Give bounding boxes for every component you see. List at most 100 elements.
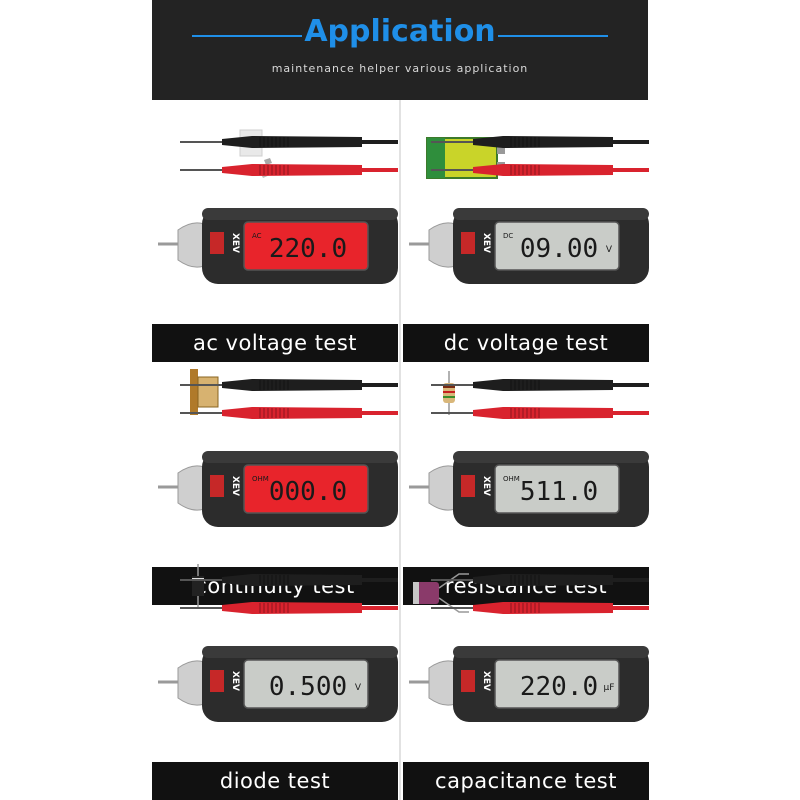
red-probe [431, 407, 649, 419]
lcd-display [494, 221, 620, 271]
resistor-band [443, 391, 455, 393]
lcd-reading: 511.0 [520, 477, 598, 507]
lcd-display [494, 464, 620, 514]
probe-handle [222, 407, 362, 419]
red-probe [180, 407, 398, 419]
tester-scene: XEV 220.0 µF [409, 573, 649, 722]
meter-tip [177, 660, 205, 706]
multimeter-body: XEV AC 220.0 [158, 208, 398, 284]
brand-logo: XEV [230, 233, 240, 253]
capacitor-stripe [413, 582, 419, 604]
probe-handle [473, 379, 613, 391]
diode-component [192, 564, 204, 608]
probe-handle [222, 164, 362, 176]
resistor-component [443, 371, 455, 415]
test-label: dc voltage test [403, 324, 649, 362]
meter-tip [177, 222, 205, 268]
lcd-reading: 09.00 [520, 234, 598, 264]
lcd-unit: V [606, 245, 613, 255]
test-label: capacitance test [403, 762, 649, 800]
brand-tag [210, 670, 224, 692]
lcd-unit: µF [604, 683, 615, 693]
header-banner: Application maintenance helper various a… [152, 0, 648, 100]
brand-tag [210, 232, 224, 254]
fuse-cap [190, 369, 198, 415]
title-line-left [192, 35, 302, 37]
red-probe [431, 164, 649, 176]
probe-handle [222, 136, 362, 148]
lcd-reading: 0.500 [269, 672, 347, 702]
spark [264, 158, 272, 165]
probe-handle [222, 574, 362, 586]
test-panel-ac-voltage: XEV AC 220.0 ac voltage test [152, 112, 398, 362]
capacitor-lead [438, 597, 469, 613]
probe-handle [222, 602, 362, 614]
multimeter-body: XEV 220.0 µF [409, 646, 649, 722]
probe-handle [473, 164, 613, 176]
brand-logo: XEV [481, 233, 491, 253]
center-divider [399, 100, 401, 800]
fuse-component [190, 369, 219, 415]
brand-tag [461, 232, 475, 254]
brand-logo: XEV [230, 671, 240, 691]
page-subtitle: maintenance helper various application [271, 62, 529, 75]
meter-tip [177, 465, 205, 511]
meter-tip [428, 222, 456, 268]
lcd-display [494, 659, 620, 709]
test-panel-diode: XEV 0.500 V diode test [152, 550, 398, 800]
lcd-reading: 220.0 [520, 672, 598, 702]
black-probe [431, 574, 649, 586]
battery-terminal [497, 146, 505, 154]
brand-tag [461, 670, 475, 692]
resistor-band [443, 386, 455, 388]
meter-housing-top [453, 646, 649, 658]
lcd-unit: V [355, 683, 362, 693]
red-probe [431, 602, 649, 614]
black-probe [180, 379, 398, 391]
meter-housing-top [202, 646, 398, 658]
brand-tag [210, 475, 224, 497]
meter-tip [428, 465, 456, 511]
test-panel-capacitance: XEV 220.0 µF capacitance test [403, 550, 649, 800]
meter-housing-top [453, 208, 649, 220]
lcd-reading: 000.0 [269, 477, 347, 507]
brand-logo: XEV [481, 476, 491, 496]
probe-handle [473, 407, 613, 419]
black-probe [431, 136, 649, 148]
resistor-band [443, 396, 455, 398]
test-label: diode test [152, 762, 398, 800]
brand-logo: XEV [230, 476, 240, 496]
red-probe [180, 602, 398, 614]
probe-handle [222, 379, 362, 391]
lcd-mode: OHM [503, 475, 520, 483]
black-probe [431, 379, 649, 391]
lcd-mode: AC [252, 232, 262, 240]
brand-logo: XEV [481, 671, 491, 691]
page-title: Application [304, 14, 496, 49]
probe-handle [473, 574, 613, 586]
multimeter-body: XEV 0.500 V [158, 646, 398, 722]
probe-handle [473, 136, 613, 148]
capacitor-component [413, 573, 469, 613]
tester-scene: XEV 0.500 V [158, 564, 398, 722]
meter-housing-top [453, 451, 649, 463]
lcd-reading: 220.0 [269, 234, 347, 264]
meter-tip [428, 660, 456, 706]
capacitor-lead [438, 573, 469, 589]
meter-housing-top [202, 208, 398, 220]
battery-band [427, 138, 445, 178]
black-probe [180, 574, 398, 586]
red-probe [180, 164, 398, 176]
lcd-display [243, 221, 369, 271]
lcd-display [243, 464, 369, 514]
fuse-body [197, 376, 219, 408]
meter-housing-top [202, 451, 398, 463]
probe-handle [473, 602, 613, 614]
test-label: ac voltage test [152, 324, 398, 362]
